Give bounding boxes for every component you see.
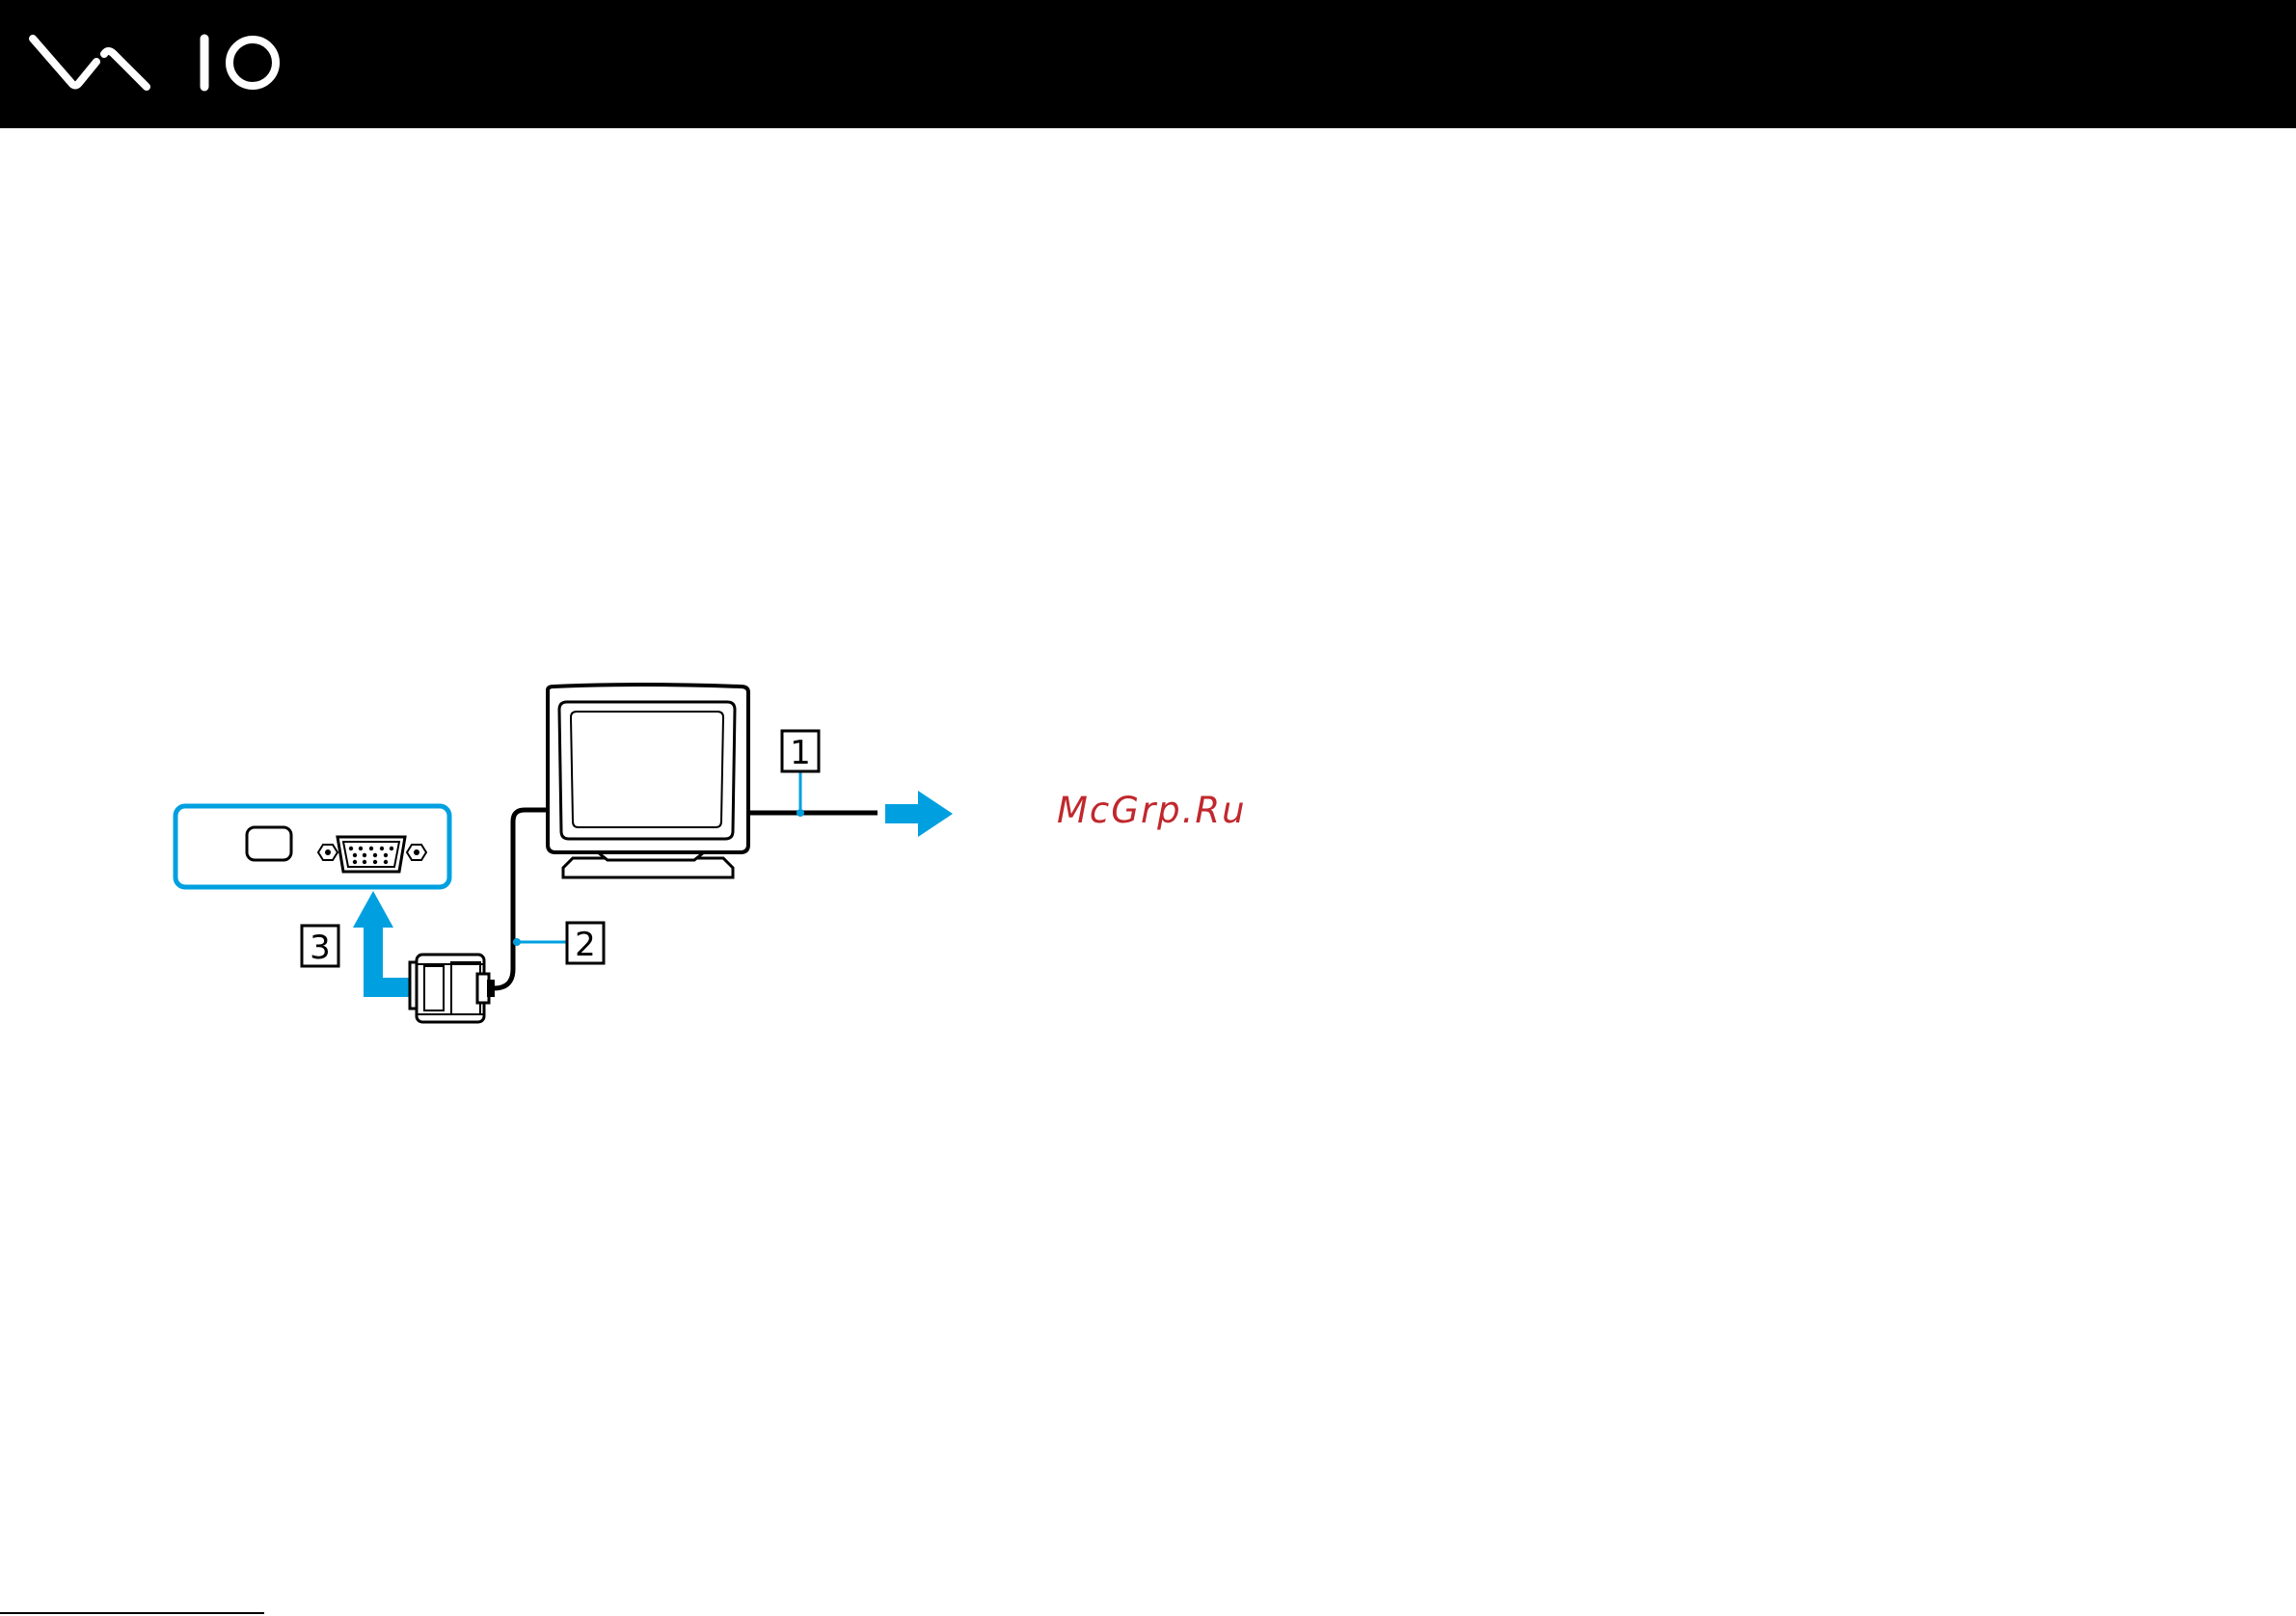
callout-3: 3: [302, 926, 338, 967]
callout-3-label: 3: [310, 929, 331, 967]
arrow-right-icon: [885, 791, 953, 837]
footer-rule: [0, 1612, 264, 1614]
screw-right-icon: [407, 845, 426, 860]
callout-2-label: 2: [575, 926, 596, 964]
watermark-text: McGrp.Ru: [1057, 790, 1247, 831]
vga-connector-icon: [410, 955, 495, 1022]
vga-cable: [494, 810, 548, 988]
callout-2: 2: [567, 923, 604, 964]
vga-port-icon: [338, 837, 405, 872]
arrow-up-icon: [353, 891, 412, 997]
monitor-icon: [548, 685, 748, 877]
callout-1-label: 1: [790, 734, 811, 772]
callout-1: 1: [782, 731, 819, 772]
computer-port-panel-icon: [176, 806, 449, 887]
screw-left-icon: [318, 845, 338, 860]
